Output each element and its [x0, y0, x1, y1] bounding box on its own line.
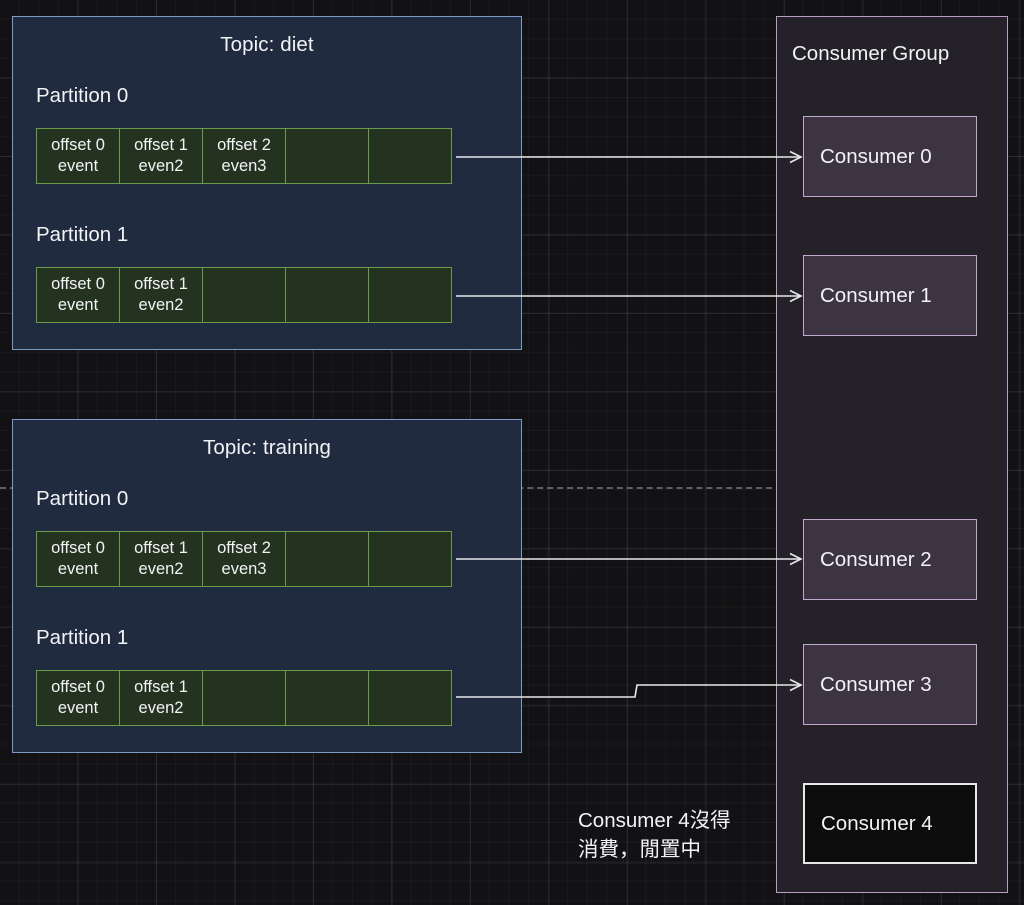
partition-offset-strip: offset 0 event offset 1 even2 offset 2 even3 [36, 531, 452, 587]
offset-cell-event: event [57, 560, 99, 578]
offset-cell[interactable]: offset 0 event [36, 670, 120, 726]
offset-cell[interactable]: offset 2 even3 [202, 531, 286, 587]
offset-cell[interactable]: offset 2 even3 [202, 128, 286, 184]
consumer-box[interactable]: Consumer 3 [803, 644, 977, 725]
consumer-box[interactable]: Consumer 1 [803, 255, 977, 336]
empty-offset-cell[interactable] [285, 128, 369, 184]
idle-consumer-annotation: Consumer 4沒得 消費，閒置中 [578, 806, 768, 864]
empty-offset-cell[interactable] [368, 670, 452, 726]
offset-cell[interactable]: offset 1 even2 [119, 670, 203, 726]
offset-cell-offset: offset 1 [134, 135, 188, 154]
annotation-line-1: Consumer 4沒得 [578, 809, 731, 832]
empty-offset-cell[interactable] [285, 670, 369, 726]
offset-cell-event: even3 [221, 157, 267, 175]
partition-label: Partition 1 [36, 223, 129, 246]
offset-cell-offset: offset 1 [134, 274, 188, 293]
consumer-box[interactable]: Consumer 0 [803, 116, 977, 197]
partition-label: Partition 0 [36, 487, 129, 510]
offset-cell-event: event [57, 157, 99, 175]
topic-title: Topic: training [203, 436, 331, 459]
offset-cell-offset: offset 0 [51, 135, 105, 154]
offset-cell-event: even2 [138, 560, 184, 578]
empty-offset-cell[interactable] [285, 531, 369, 587]
consumer-box[interactable]: Consumer 2 [803, 519, 977, 600]
empty-offset-cell[interactable] [368, 531, 452, 587]
annotation-line-2: 消費，閒置中 [578, 838, 701, 862]
partition-label: Partition 1 [36, 626, 129, 649]
partition-offset-strip: offset 0 event offset 1 even2 [36, 267, 452, 323]
offset-cell[interactable]: offset 0 event [36, 531, 120, 587]
partition-label: Partition 0 [36, 84, 129, 107]
offset-cell-offset: offset 1 [134, 538, 188, 557]
offset-cell-offset: offset 0 [51, 538, 105, 557]
offset-cell-event: event [57, 296, 99, 314]
offset-cell-offset: offset 2 [217, 135, 271, 154]
offset-cell[interactable]: offset 0 event [36, 128, 120, 184]
offset-cell-event: even2 [138, 157, 184, 175]
offset-cell-offset: offset 2 [217, 538, 271, 557]
empty-offset-cell[interactable] [202, 267, 286, 323]
offset-cell-event: even2 [138, 699, 184, 717]
offset-cell-offset: offset 0 [51, 274, 105, 293]
partition-offset-strip: offset 0 event offset 1 even2 offset 2 even3 [36, 128, 452, 184]
offset-cell[interactable]: offset 1 even2 [119, 267, 203, 323]
offset-cell[interactable]: offset 1 even2 [119, 531, 203, 587]
empty-offset-cell[interactable] [285, 267, 369, 323]
offset-cell-offset: offset 1 [134, 677, 188, 696]
offset-cell-event: even2 [138, 296, 184, 314]
consumer-group-title: Consumer Group [792, 42, 950, 65]
offset-cell-event: even3 [221, 560, 267, 578]
offset-cell-offset: offset 0 [51, 677, 105, 696]
offset-cell[interactable]: offset 1 even2 [119, 128, 203, 184]
offset-cell[interactable]: offset 0 event [36, 267, 120, 323]
empty-offset-cell[interactable] [368, 267, 452, 323]
offset-cell-event: event [57, 699, 99, 717]
consumer-box-idle[interactable]: Consumer 4 [803, 783, 977, 864]
empty-offset-cell[interactable] [368, 128, 452, 184]
partition-offset-strip: offset 0 event offset 1 even2 [36, 670, 452, 726]
topic-title: Topic: diet [220, 33, 314, 56]
empty-offset-cell[interactable] [202, 670, 286, 726]
